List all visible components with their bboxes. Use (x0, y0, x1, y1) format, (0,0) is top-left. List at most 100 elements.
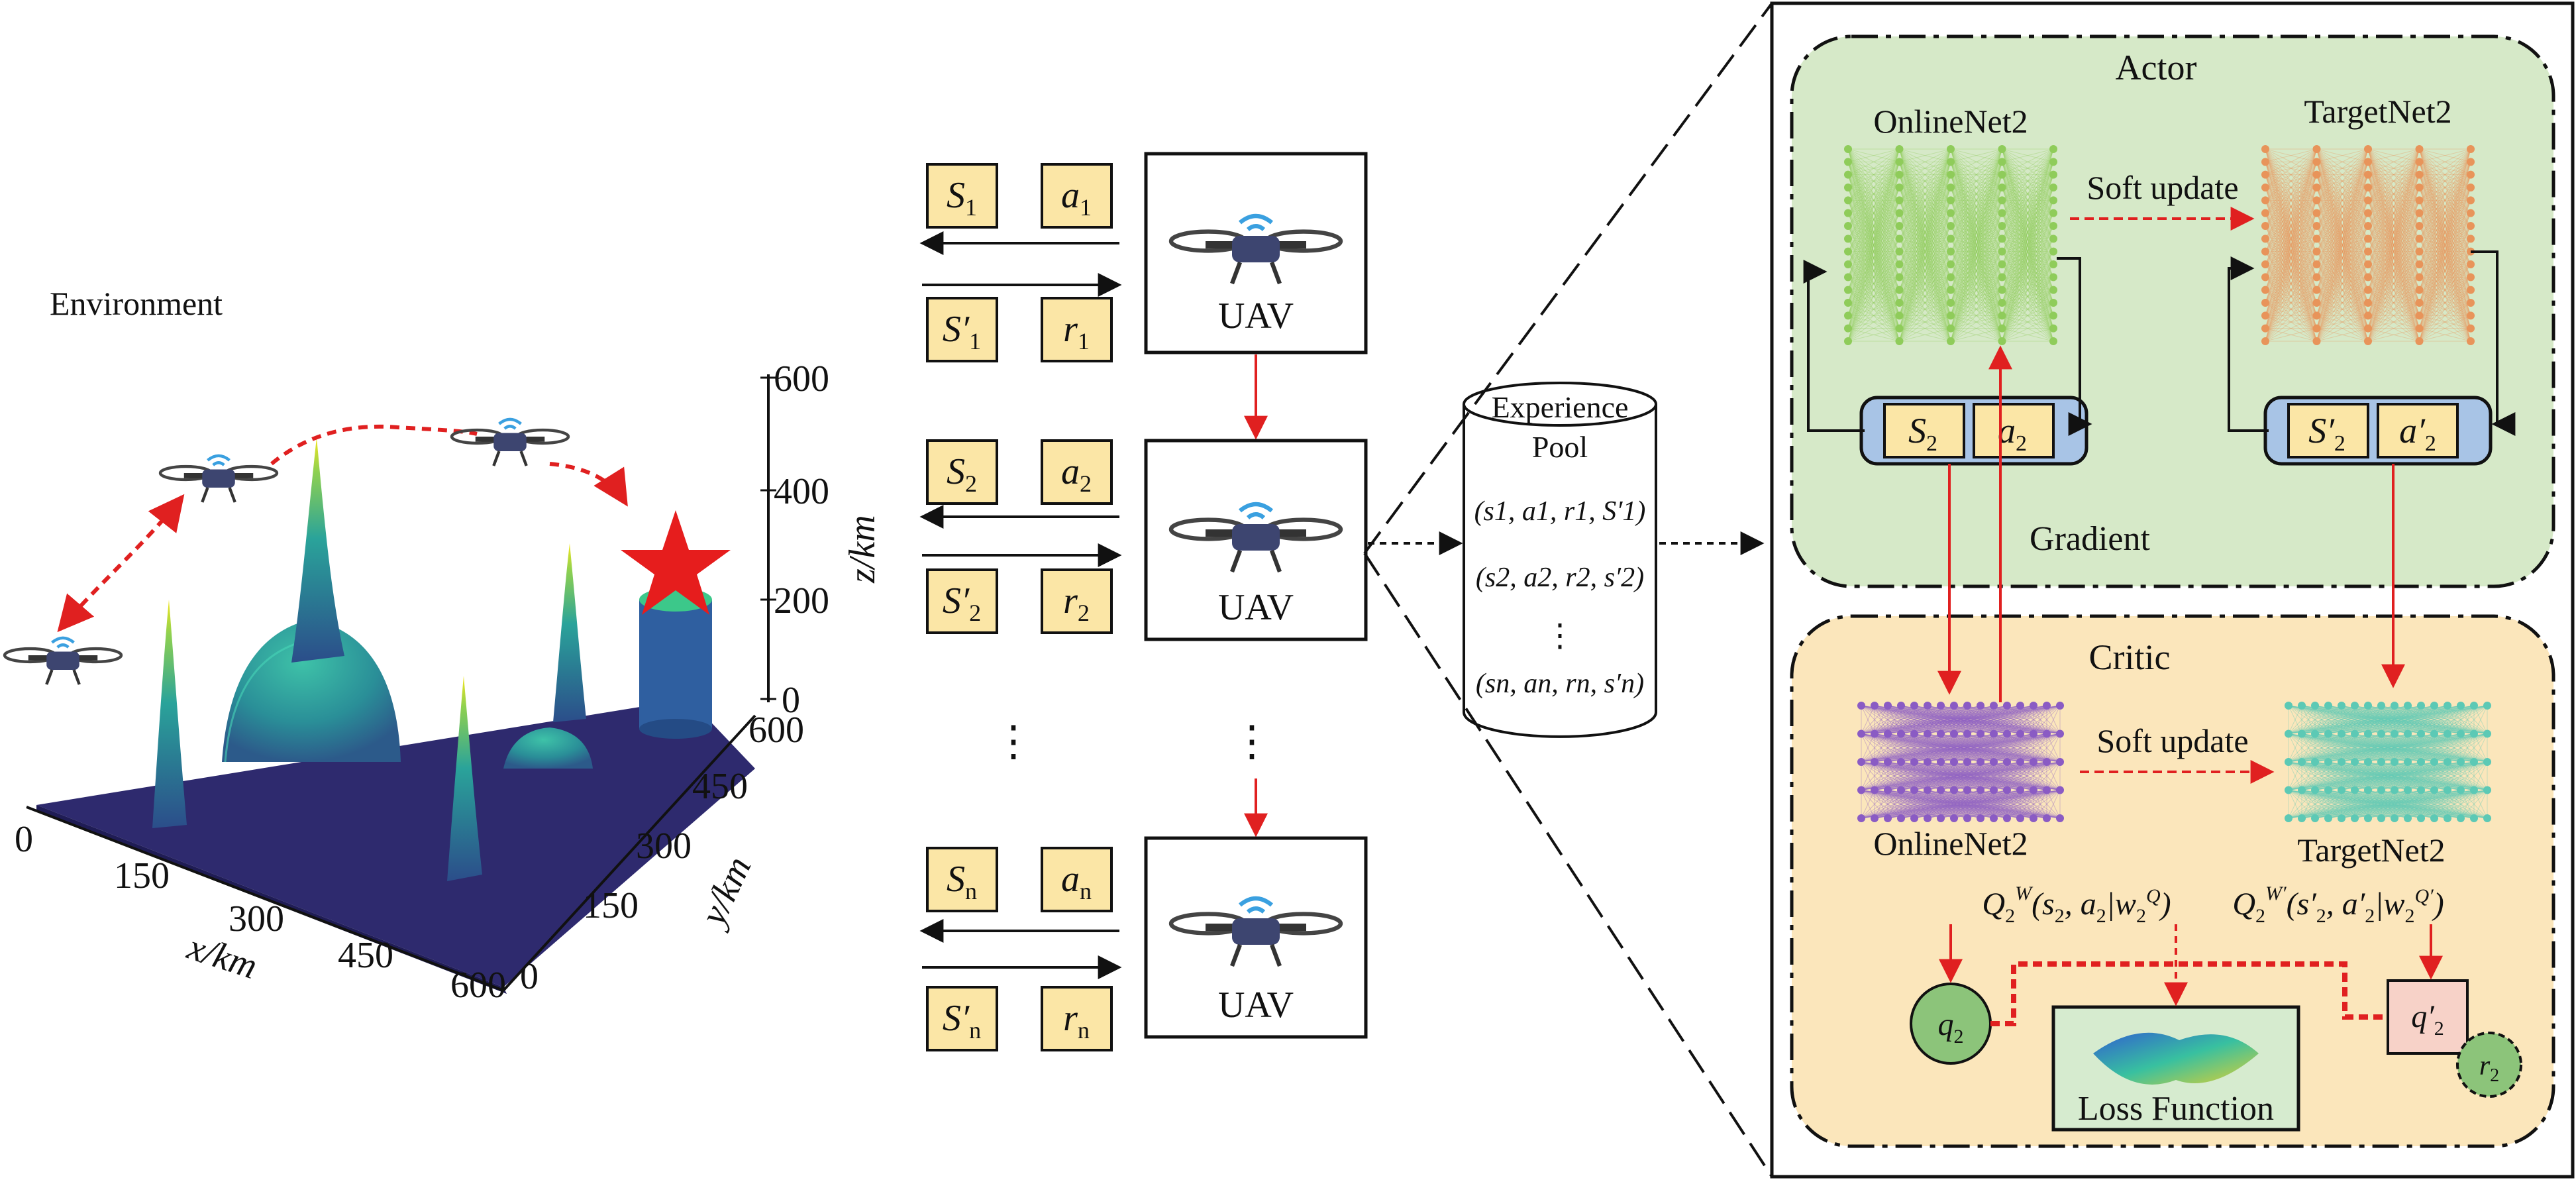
net-edge (1847, 187, 1900, 227)
net-edge (1950, 148, 2002, 227)
net-edge (1899, 264, 1951, 278)
net-node (2483, 814, 2491, 822)
net-edge (1899, 199, 1951, 227)
net-edge (2265, 264, 2317, 278)
net-edge (1950, 174, 2002, 342)
net-edge (2367, 148, 2420, 188)
net-edge (2316, 264, 2369, 342)
net-edge (1950, 148, 2002, 316)
net-edge (2002, 200, 2054, 290)
net-edge (2265, 251, 2317, 278)
net-edge (1950, 162, 2002, 265)
net-edge (2265, 213, 2317, 252)
net-edge (2265, 162, 2317, 278)
net-edge (2367, 277, 2420, 342)
net-edge (1899, 328, 1951, 342)
net-edge (1847, 174, 1900, 239)
net-node (1998, 145, 2006, 153)
ellipsis: ⋮ (992, 718, 1035, 765)
net-edge (2316, 187, 2369, 227)
net-edge (2367, 251, 2420, 329)
net-edge (2002, 187, 2054, 227)
svg-text:150: 150 (114, 855, 170, 896)
net-edge (2316, 276, 2369, 329)
net-edge (2367, 290, 2420, 303)
net-edge (1950, 251, 2002, 342)
net-node (2311, 786, 2319, 794)
net-edge (1950, 148, 2002, 239)
net-edge (1899, 264, 1951, 316)
net-edge (1847, 213, 1900, 342)
net-edge (1899, 315, 1951, 329)
net-edge (2367, 187, 2420, 227)
net-edge (2367, 225, 2420, 265)
net-edge (2316, 251, 2369, 316)
net-edge (2367, 162, 2420, 329)
net-edge (1847, 187, 1900, 227)
net-edge (2265, 213, 2317, 227)
net-node (2049, 311, 2057, 320)
net-edge (1950, 213, 2002, 303)
net-edge (2002, 239, 2054, 329)
net-edge (2002, 239, 2054, 329)
net-edge (1899, 148, 1951, 342)
net-edge (1950, 200, 2002, 278)
net-edge (1847, 251, 1900, 265)
net-edge (1847, 200, 1900, 329)
net-edge (2002, 264, 2054, 278)
net-edge (1899, 213, 1951, 290)
net-edge (2265, 213, 2317, 342)
net-edge (1847, 161, 1900, 214)
net-node (2457, 758, 2465, 766)
net-node (1844, 247, 1852, 256)
net-edge (2265, 225, 2317, 303)
net-edge (1899, 251, 1951, 291)
net-edge (2002, 302, 2054, 329)
net-edge (2002, 213, 2054, 303)
net-edge (1950, 199, 2002, 252)
net-edge (1847, 187, 1900, 316)
net-edge (1950, 187, 2002, 201)
net-node (2415, 311, 2424, 320)
net-edge (1899, 225, 1951, 239)
net-edge (2002, 199, 2054, 214)
net-edge (1847, 264, 1900, 342)
net-edge (2316, 225, 2369, 329)
net-node (2415, 170, 2424, 179)
net-edge (1950, 276, 2002, 316)
y-axis-line (502, 714, 756, 992)
net-edge (1899, 187, 1951, 265)
net-edge (1950, 238, 2002, 252)
net-edge (1950, 225, 2002, 239)
net-edge (2002, 148, 2054, 176)
net-edge (2316, 174, 2369, 329)
net-edge (1950, 174, 2002, 290)
net-edge (1847, 199, 1900, 214)
net-edge (2367, 162, 2420, 227)
net-node (2467, 324, 2475, 333)
net-edge (2265, 187, 2317, 227)
net-edge (2002, 162, 2054, 316)
svg-text:600: 600 (450, 965, 506, 1006)
net-edge (1899, 276, 1951, 303)
net-edge (2316, 162, 2369, 239)
net-edge (2316, 187, 2369, 316)
net-node (2391, 729, 2398, 738)
net-edge (2367, 199, 2420, 214)
net-edge (2265, 264, 2317, 303)
net-edge (1950, 276, 2002, 291)
state-box (926, 163, 998, 229)
net-edge (1950, 225, 2002, 329)
net-edge (1950, 162, 2002, 303)
net-node (2351, 758, 2359, 766)
net-edge (2316, 148, 2369, 303)
net-edge (2316, 148, 2369, 162)
net-edge (1950, 162, 2002, 290)
net-node (1947, 209, 1955, 217)
net-edge (2316, 239, 2369, 316)
net-edge (2002, 213, 2054, 342)
net-edge (2265, 264, 2317, 342)
net-edge (1899, 174, 1951, 227)
net-edge (2002, 187, 2054, 265)
